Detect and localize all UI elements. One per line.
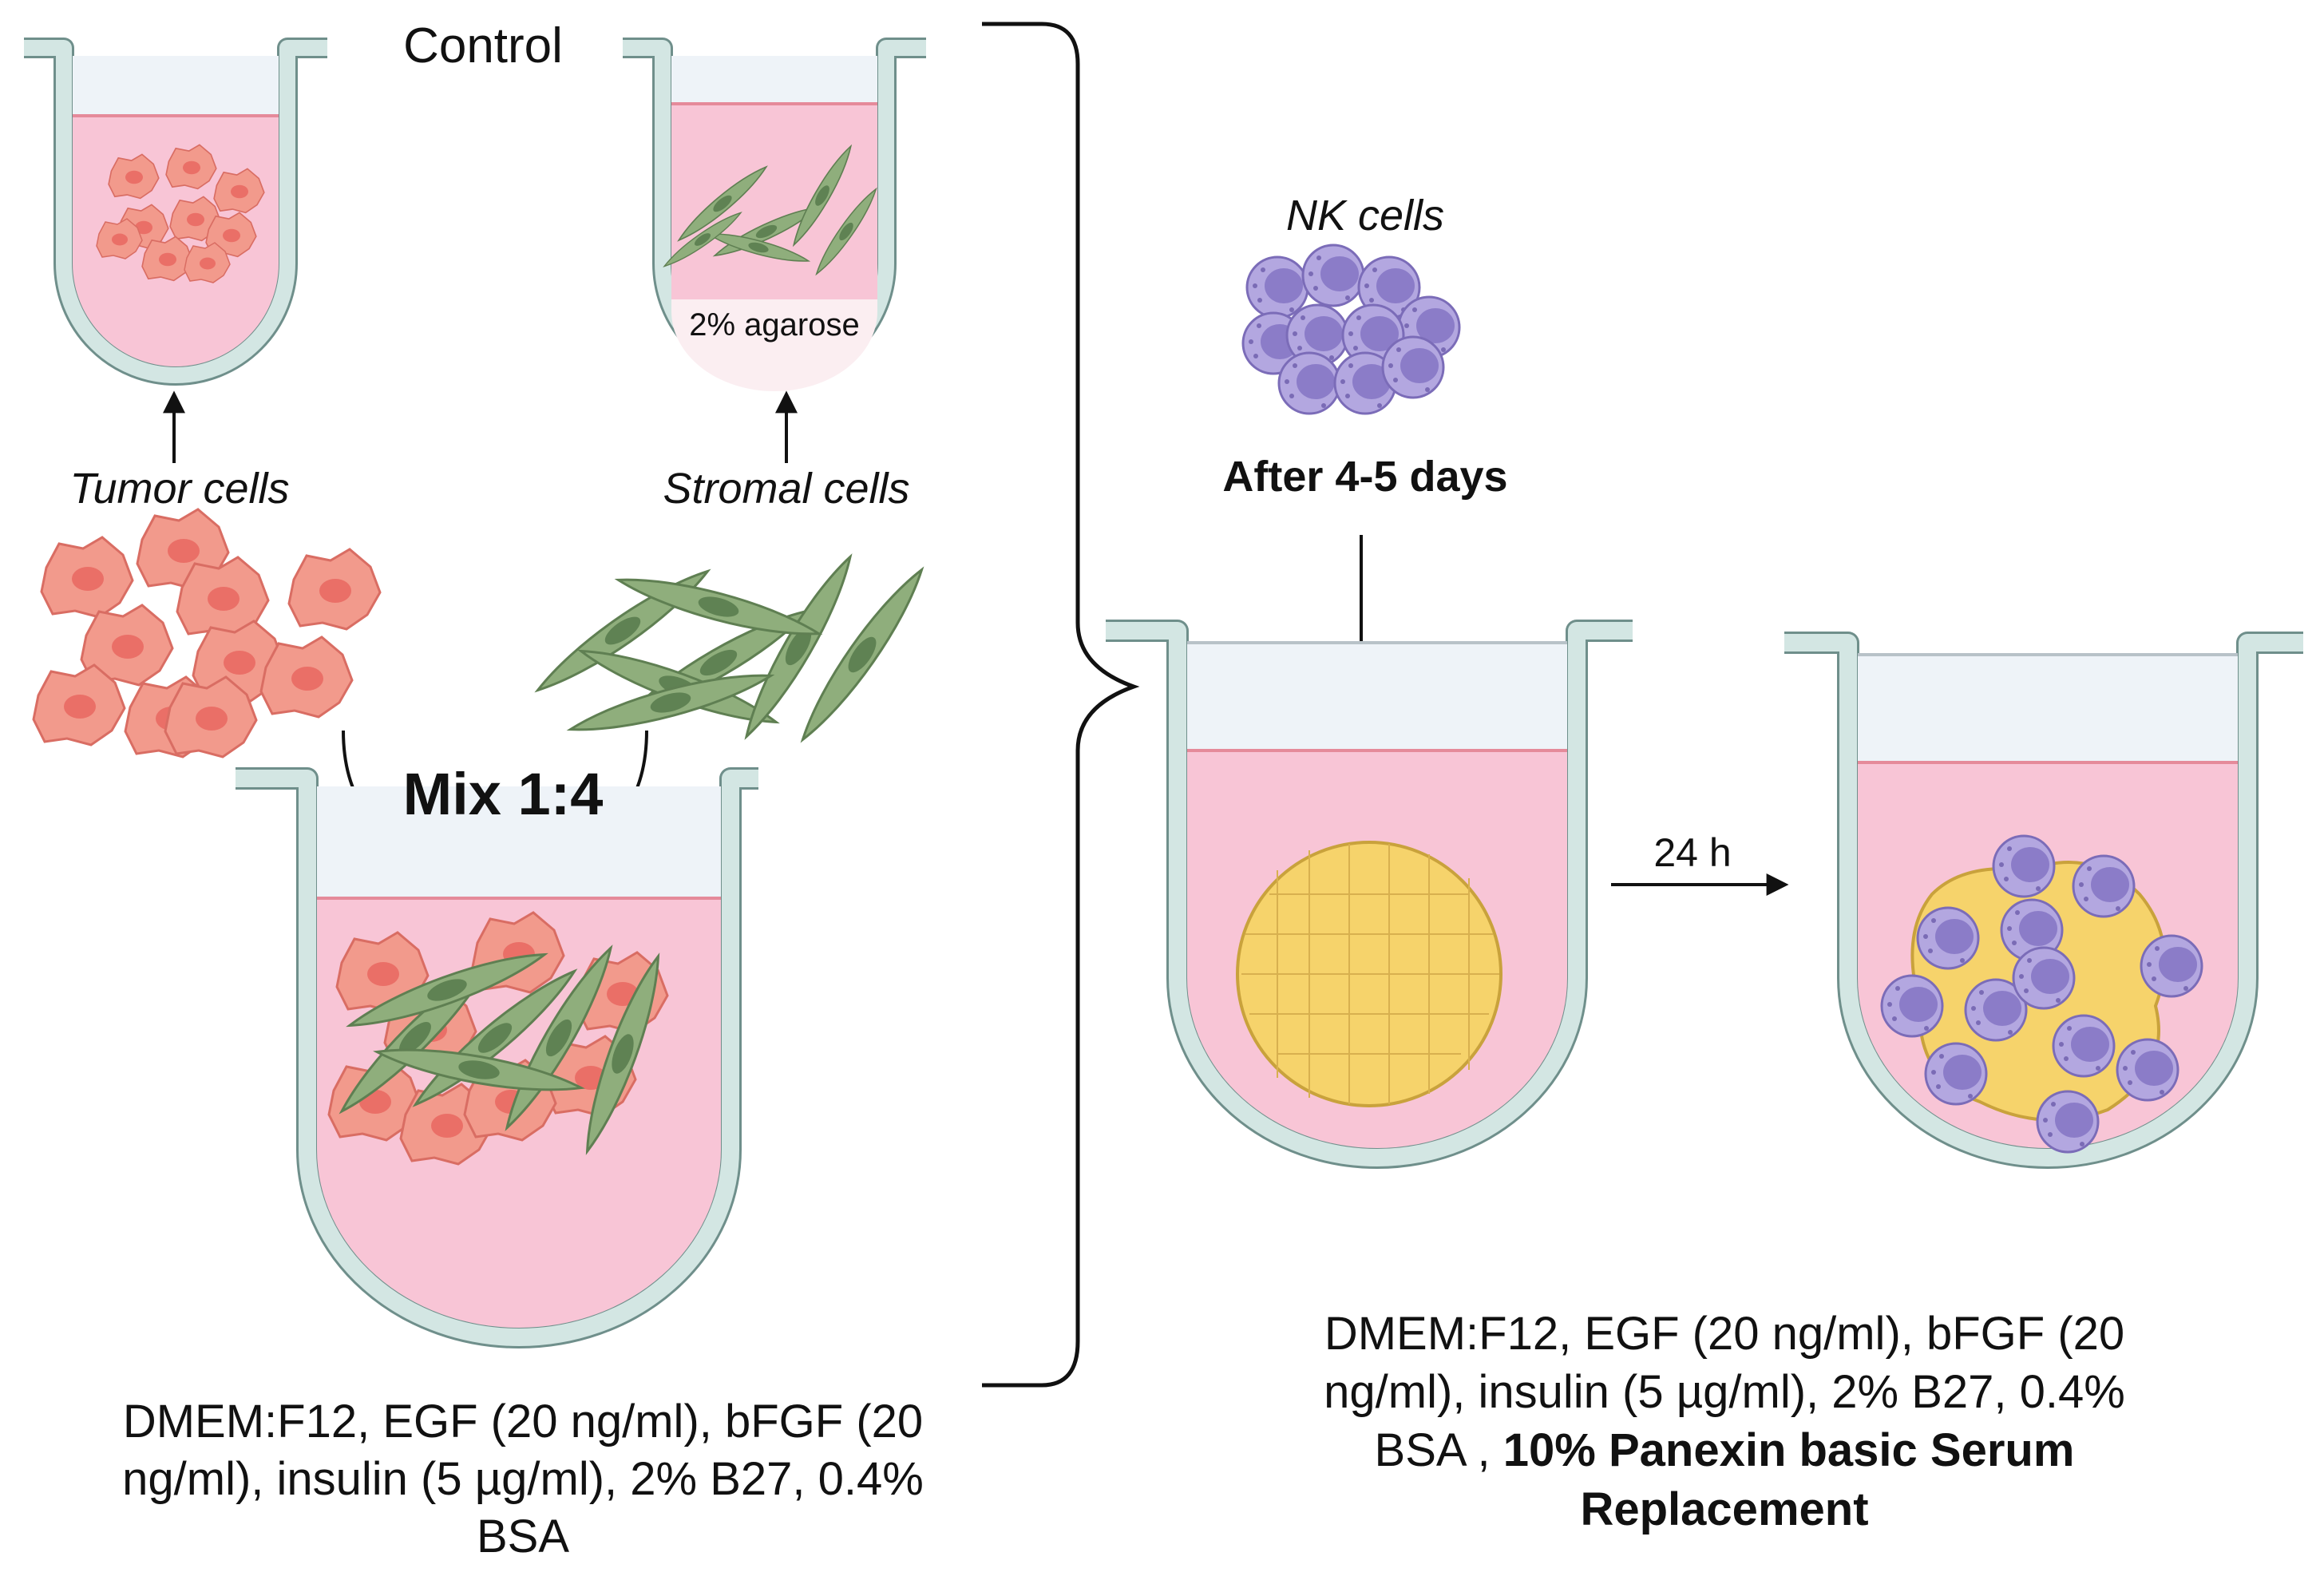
grouping-brace — [982, 22, 1140, 1388]
media-right-line3-plain: BSA , — [1375, 1424, 1503, 1476]
agarose-label: 2% agarose — [689, 307, 859, 343]
well-spheroid-nk — [1784, 632, 2303, 1169]
well-tumor-control — [24, 38, 327, 386]
nk-cell-cluster — [1241, 244, 1461, 415]
media-left: DMEM:F12, EGF (20 ng/ml), bFGF (20 ng/ml… — [122, 1396, 924, 1562]
well-spheroid — [1106, 620, 1633, 1169]
after-days-label: After 4-5 days — [1222, 453, 1507, 501]
mix-label: Mix 1:4 — [403, 761, 604, 827]
well-stromal-control: 2% agarose — [623, 38, 926, 391]
stromal-cell-cluster — [529, 548, 934, 749]
media-left-line3: BSA — [477, 1511, 569, 1562]
media-right-line3-bold: 10% Panexin basic Serum — [1503, 1424, 2075, 1476]
stromal-cells-label: Stromal cells — [663, 465, 909, 513]
media-right-line3: BSA , 10% Panexin basic Serum — [1375, 1424, 2075, 1476]
media-right: DMEM:F12, EGF (20 ng/ml), bFGF (20 ng/ml… — [1324, 1308, 2125, 1535]
nk-cells-label: NK cells — [1286, 192, 1444, 240]
time-24h-label: 24 h — [1653, 830, 1731, 875]
media-right-line2: ng/ml), insulin (5 µg/ml), 2% B27, 0.4% — [1324, 1366, 2125, 1418]
media-right-line4: Replacement — [1580, 1483, 1868, 1535]
media-right-line1: DMEM:F12, EGF (20 ng/ml), bFGF (20 — [1324, 1308, 2124, 1360]
well-mix — [236, 767, 758, 1348]
tumor-cell-cluster — [32, 508, 382, 758]
media-left-line1: DMEM:F12, EGF (20 ng/ml), bFGF (20 — [123, 1396, 923, 1447]
media-left-line2: ng/ml), insulin (5 µg/ml), 2% B27, 0.4% — [122, 1453, 924, 1505]
tumor-cells-label: Tumor cells — [69, 465, 289, 513]
control-label: Control — [403, 18, 563, 73]
